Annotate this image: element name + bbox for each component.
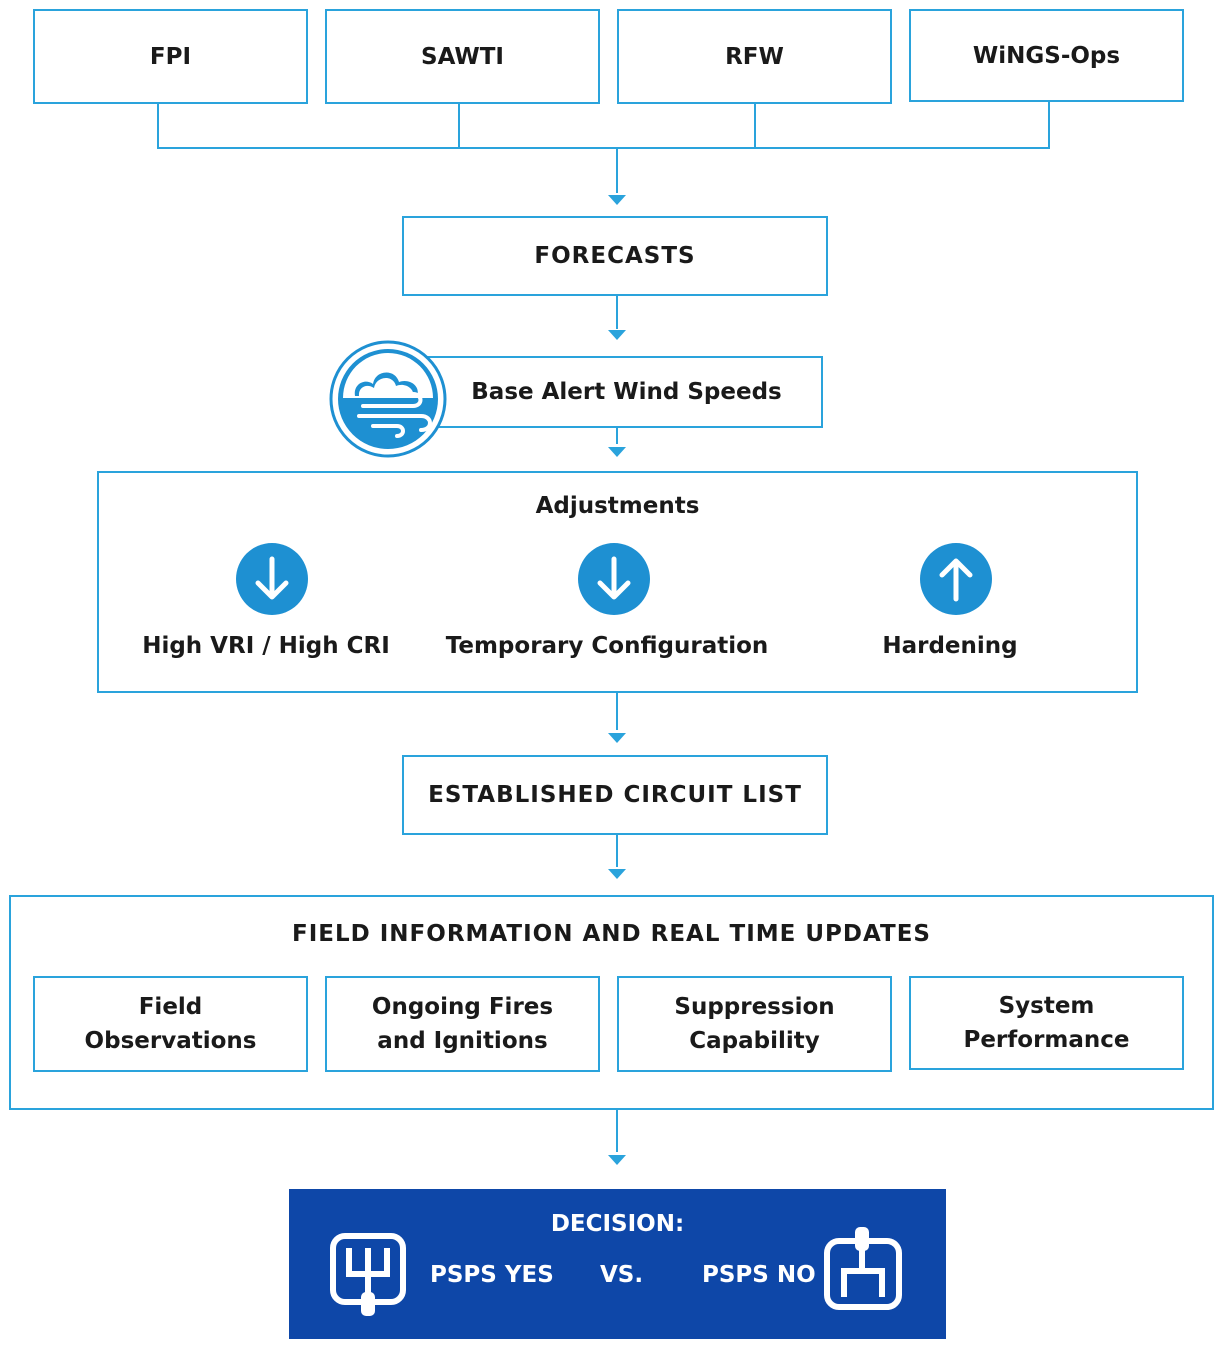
switch-closed-icon: [330, 1233, 406, 1316]
switch-open-icon: [824, 1227, 902, 1310]
flow-arrowhead: [608, 330, 626, 340]
adjustments-title: Adjustments: [535, 493, 700, 519]
source-box-rfw: RFW: [617, 9, 892, 104]
field-item-line: Performance: [963, 1027, 1130, 1053]
connector-line: [754, 104, 756, 149]
flow-arrowhead: [608, 195, 626, 205]
source-box-fpi: FPI: [33, 9, 308, 104]
connector-line: [616, 296, 618, 329]
forecasts-label: FORECASTS: [534, 243, 696, 269]
arrow-down-icon: [578, 543, 650, 615]
base-alert-box: Base Alert Wind Speeds: [420, 356, 823, 428]
base-alert-label: Base Alert Wind Speeds: [471, 379, 782, 405]
field-item-suppression: Suppression Capability: [617, 976, 892, 1072]
vs-label: VS.: [600, 1262, 644, 1288]
decision-panel: DECISION: PSPS YES VS. PSPS NO: [289, 1189, 946, 1339]
source-box-sawti: SAWTI: [325, 9, 600, 104]
field-item-line: Capability: [689, 1028, 820, 1054]
connector-line: [616, 1110, 618, 1152]
connector-line: [616, 428, 618, 444]
adjustment-label: Temporary Configuration: [445, 633, 769, 659]
arrow-down-icon: [236, 543, 308, 615]
connector-line: [458, 104, 460, 149]
established-circuit-list-box: ESTABLISHED CIRCUIT LIST: [402, 755, 828, 835]
established-label: ESTABLISHED CIRCUIT LIST: [428, 782, 802, 808]
field-item-system-performance: System Performance: [909, 976, 1184, 1070]
field-item-line: and Ignitions: [377, 1028, 548, 1054]
field-item-ongoing-fires: Ongoing Fires and Ignitions: [325, 976, 600, 1072]
flow-arrowhead: [608, 869, 626, 879]
field-item-line: Observations: [84, 1028, 257, 1054]
decision-title: DECISION:: [550, 1211, 685, 1237]
connector-line: [616, 149, 618, 193]
flow-arrowhead: [608, 733, 626, 743]
arrow-up-icon: [920, 543, 992, 615]
connector-line: [157, 104, 159, 149]
psps-yes-label: PSPS YES: [430, 1262, 554, 1288]
source-label: SAWTI: [421, 43, 504, 70]
field-item-field-observations: Field Observations: [33, 976, 308, 1072]
connector-line: [157, 147, 1050, 149]
flow-arrowhead: [608, 447, 626, 457]
adjustment-label: High VRI / High CRI: [142, 633, 390, 659]
psps-no-label: PSPS NO: [702, 1262, 816, 1288]
field-item-line: Field: [138, 994, 203, 1020]
source-box-wings-ops: WiNGS-Ops: [909, 9, 1184, 102]
source-label: RFW: [725, 43, 784, 70]
field-item-line: System: [998, 993, 1095, 1019]
wind-cloud-icon: [329, 340, 447, 458]
field-item-line: Ongoing Fires: [371, 994, 554, 1020]
source-label: WiNGS-Ops: [972, 42, 1121, 69]
source-label: FPI: [149, 43, 192, 70]
connector-line: [616, 835, 618, 867]
field-item-line: Suppression: [674, 994, 835, 1020]
connector-line: [1048, 102, 1050, 149]
flow-arrowhead: [608, 1155, 626, 1165]
adjustment-label: Hardening: [882, 633, 1018, 659]
connector-line: [616, 693, 618, 730]
forecasts-box: FORECASTS: [402, 216, 828, 296]
field-info-title: FIELD INFORMATION AND REAL TIME UPDATES: [292, 921, 931, 947]
